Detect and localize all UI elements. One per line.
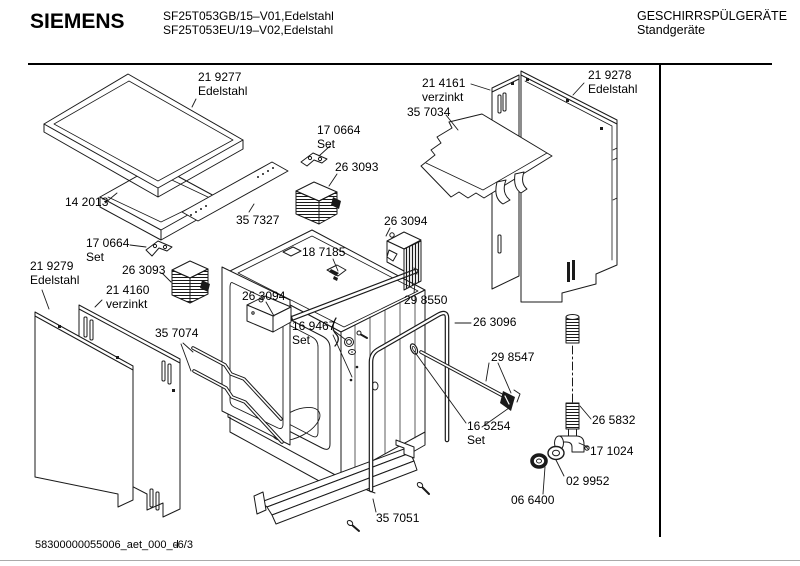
category-title: GESCHIRRSPÜLGERÄTE — [637, 9, 788, 23]
category-block: GESCHIRRSPÜLGERÄTE Standgeräte — [637, 9, 787, 37]
part-label-spring-rod: 29 8547 — [491, 350, 535, 364]
part-drawing-worktop — [43, 73, 244, 198]
part-drawing-rods — [191, 346, 284, 444]
part-drawing-side-stainless — [520, 70, 618, 303]
part-label-foot-spindle: 26 5832 — [592, 413, 636, 427]
part-drawing-bracket-left — [145, 240, 173, 257]
part-drawing-bracket-top — [300, 152, 328, 167]
part-label-strip: 35 7327 — [236, 213, 280, 227]
part-drawing-connector-right — [386, 231, 422, 291]
part-label-rail: 29 8550 — [404, 293, 448, 307]
part-drawing-fastener-set — [332, 317, 379, 391]
part-label-worktop: 21 9277 Edelstahl — [198, 70, 248, 98]
part-label-bracket-top: 17 0664 Set — [317, 123, 361, 151]
part-label-fastener-set: 16 9467 Set — [292, 319, 336, 347]
part-label-clip: 18 7185 — [302, 245, 346, 259]
part-label-ring: 06 6400 — [511, 493, 555, 507]
part-label-rods: 35 7074 — [155, 326, 199, 340]
part-label-connector-tub: 26 3094 — [242, 289, 286, 303]
part-drawing-door-outer — [34, 311, 134, 508]
part-drawing-base-shelf — [420, 113, 553, 205]
part-label-door-inner: 21 4160 verzinkt — [106, 283, 150, 311]
part-label-connector-top: 26 3093 — [335, 160, 379, 174]
part-label-door-outer: 21 9279 Edelstahl — [30, 259, 80, 287]
part-drawing-screws — [346, 481, 430, 532]
category-subtitle: Standgeräte — [637, 23, 706, 37]
part-label-connector-left: 26 3093 — [122, 263, 166, 277]
part-drawing-connector-top — [295, 181, 341, 225]
frame-rule-top — [28, 63, 772, 65]
part-label-pulley-set: 16 5254 Set — [467, 419, 511, 447]
model-block: SF25T053GB/15–V01,Edelstahl SF25T053EU/1… — [163, 9, 334, 37]
part-label-base-shelf: 35 7034 — [407, 105, 451, 119]
part-drawing-seal — [366, 310, 450, 494]
part-label-plinth: 35 7051 — [376, 511, 420, 525]
frame-rule-right — [659, 64, 661, 537]
part-drawing-foot-assembly — [530, 314, 590, 469]
part-drawing-connector-left — [171, 260, 210, 304]
part-drawing-strip — [181, 161, 289, 222]
brand-logo: SIEMENS — [30, 10, 125, 33]
part-label-washer: 02 9952 — [566, 474, 610, 488]
leader-lines — [41, 82, 592, 513]
model-line-2: SF25T053EU/19–V02,Edelstahl — [163, 23, 334, 37]
document-id: 58300000055006_aet_000_d — [35, 539, 179, 551]
part-label-worktop-base: 14 2013 — [65, 195, 109, 209]
part-drawing-connector-tub — [246, 295, 292, 333]
part-drawing-spring-rod — [409, 343, 521, 411]
model-line-1: SF25T053GB/15–V01,Edelstahl — [163, 9, 334, 23]
part-label-side-stainless: 21 9278 Edelstahl — [588, 68, 638, 96]
part-label-seal: 26 3096 — [473, 315, 517, 329]
frame-rule-bottom — [0, 560, 800, 561]
page-reference: -6/3 — [174, 539, 193, 551]
part-label-bracket-left: 17 0664 Set — [86, 236, 130, 264]
part-label-foot-bracket: 17 1024 — [590, 444, 634, 458]
part-label-connector-right: 26 3094 — [384, 214, 428, 228]
part-drawing-clip — [326, 264, 347, 281]
part-label-side-galvanized: 21 4161 verzinkt — [422, 76, 466, 104]
